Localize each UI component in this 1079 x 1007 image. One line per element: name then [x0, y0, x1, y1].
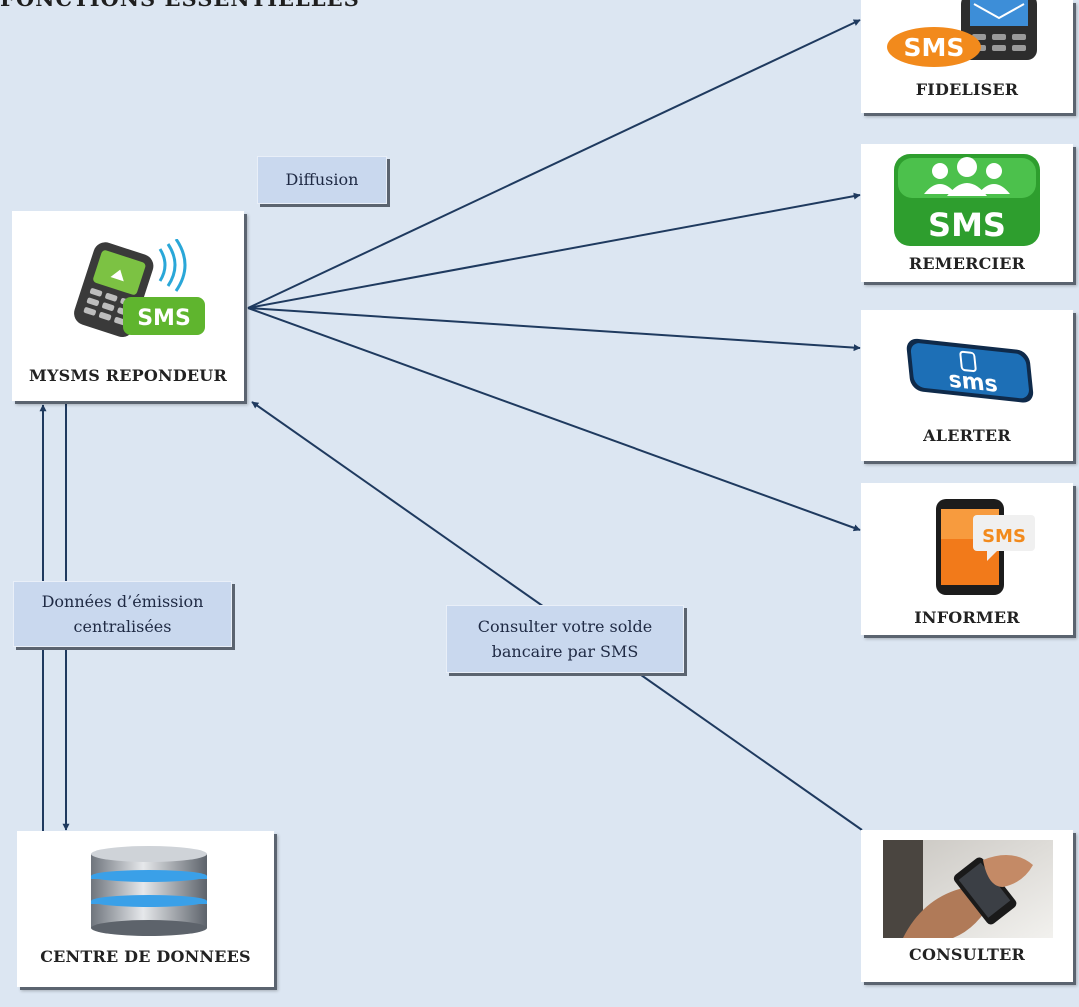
fideliser-label: FIDELISER: [915, 80, 1019, 99]
arrow-to-remercier: [247, 192, 861, 309]
node-fideliser: SMS FIDELISER: [861, 0, 1073, 113]
diffusion-label: Diffusion: [257, 156, 387, 204]
svg-text:sms: sms: [947, 366, 999, 397]
alerter-label: ALERTER: [923, 426, 1011, 445]
sms-phone-orange-icon: SMS: [887, 0, 1037, 67]
svg-text:SMS: SMS: [137, 306, 191, 331]
node-alerter: sms ALERTER: [861, 310, 1073, 461]
svg-text:SMS: SMS: [982, 526, 1026, 547]
node-informer: SMS INFORMER: [861, 483, 1073, 635]
sms-group-icon: SMS: [894, 154, 1040, 246]
node-centre-de-donnees: CENTRE DE DONNEES: [17, 831, 274, 987]
sms-alert-icon: sms: [906, 338, 1034, 403]
centre-label: CENTRE DE DONNEES: [40, 947, 251, 966]
hands-phone-photo: [883, 840, 1053, 938]
node-consulter: CONSULTER: [861, 830, 1073, 982]
arrow-to-fideliser: [247, 19, 861, 309]
remercier-label: REMERCIER: [908, 254, 1026, 273]
node-mysms-repondeur: SMS MYSMS REPONDEUR: [12, 211, 244, 401]
smartphone-sms-icon: SMS: [936, 499, 1035, 595]
consulter-solde-label: Consulter votre solde bancaire par SMS: [446, 605, 684, 673]
donnees-label: Données d’émission centralisées: [13, 581, 232, 647]
consulter-label: CONSULTER: [909, 945, 1025, 964]
arrow-to-informer: [247, 307, 861, 532]
informer-label: INFORMER: [914, 608, 1020, 627]
sms-phone-icon: SMS: [74, 239, 205, 337]
arrow-to-alerter: [247, 307, 861, 352]
page-heading: FONCTIONS ESSENTIELLES: [0, 0, 360, 11]
svg-text:SMS: SMS: [904, 33, 965, 62]
svg-text:SMS: SMS: [928, 206, 1006, 244]
database-icon: [91, 846, 207, 936]
repondeur-label: MYSMS REPONDEUR: [29, 366, 227, 385]
node-remercier: SMS REMERCIER: [861, 144, 1073, 282]
